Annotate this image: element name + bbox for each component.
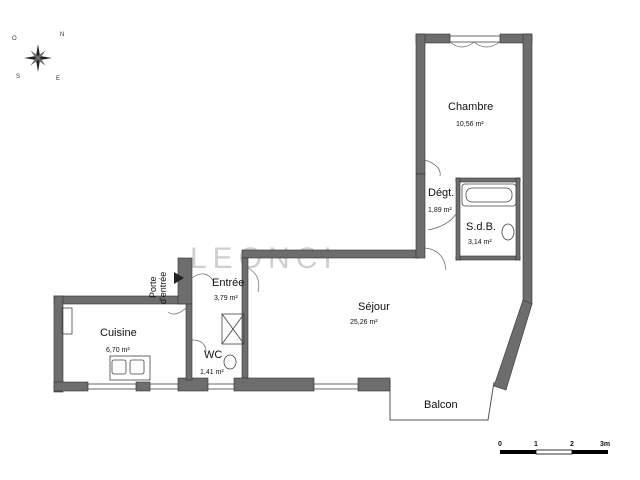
room-area: 6,70 m² bbox=[106, 347, 130, 354]
room-name: S.d.B. bbox=[466, 221, 496, 233]
room-name: WC bbox=[204, 349, 222, 361]
shower-icon bbox=[221, 313, 245, 345]
room-area: 25,26 m² bbox=[350, 319, 378, 326]
scale-label-0: 0 bbox=[498, 441, 502, 448]
room-name: Cuisine bbox=[100, 327, 137, 339]
room-cuisine: Cuisine 6,70 m² bbox=[100, 327, 137, 354]
fixtures bbox=[61, 183, 517, 381]
bathtub-icon bbox=[461, 183, 517, 207]
room-area: 1,89 m² bbox=[428, 207, 452, 214]
scale-label-2: 2 bbox=[570, 441, 574, 448]
room-balcon: Balcon bbox=[424, 399, 458, 411]
room-entree: Entrée 3,79 m² bbox=[212, 277, 244, 302]
scale-bar: 0 1 2 3m bbox=[498, 441, 610, 455]
kitchen-counter bbox=[109, 355, 151, 381]
compass-west: O bbox=[12, 36, 17, 42]
compass-south: S bbox=[16, 74, 20, 80]
entrance-label: Porte d'entrée bbox=[148, 272, 168, 304]
room-name: Séjour bbox=[358, 301, 390, 313]
cupboard bbox=[61, 307, 73, 335]
compass-rose: N E S O bbox=[12, 32, 64, 82]
room-wc: WC 1,41 m² bbox=[200, 349, 224, 376]
watermark: LEONCI bbox=[190, 242, 338, 275]
doors bbox=[167, 41, 501, 353]
walls bbox=[53, 33, 533, 393]
compass-north: N bbox=[60, 32, 64, 38]
room-chambre: Chambre 10,56 m² bbox=[448, 101, 493, 128]
room-name: Entrée bbox=[212, 277, 244, 289]
compass-east: E bbox=[56, 76, 60, 82]
room-sejour: Séjour 25,26 m² bbox=[350, 301, 390, 326]
svg-text:Porte: Porte bbox=[148, 276, 158, 298]
room-area: 1,41 m² bbox=[200, 369, 224, 376]
room-name: Balcon bbox=[424, 399, 458, 411]
room-degt: Dégt. 1,89 m² bbox=[428, 187, 454, 214]
svg-text:d'entrée: d'entrée bbox=[158, 272, 168, 304]
scale-label-3: 3m bbox=[600, 441, 610, 448]
toilet-icon bbox=[223, 354, 237, 370]
room-area: 3,79 m² bbox=[214, 295, 238, 302]
room-sdb: S.d.B. 3,14 m² bbox=[466, 221, 496, 246]
kitchen-sink-icon bbox=[111, 359, 127, 375]
scale-label-1: 1 bbox=[534, 441, 538, 448]
windows bbox=[87, 35, 501, 390]
balcony bbox=[389, 380, 495, 421]
room-area: 10,56 m² bbox=[456, 121, 484, 128]
compass-arrow-icon bbox=[36, 44, 40, 58]
room-name: Dégt. bbox=[428, 187, 454, 199]
sink-icon bbox=[501, 223, 515, 241]
room-name: Chambre bbox=[448, 101, 493, 113]
room-area: 3,14 m² bbox=[468, 239, 492, 246]
entrance-arrow-icon bbox=[174, 272, 184, 284]
